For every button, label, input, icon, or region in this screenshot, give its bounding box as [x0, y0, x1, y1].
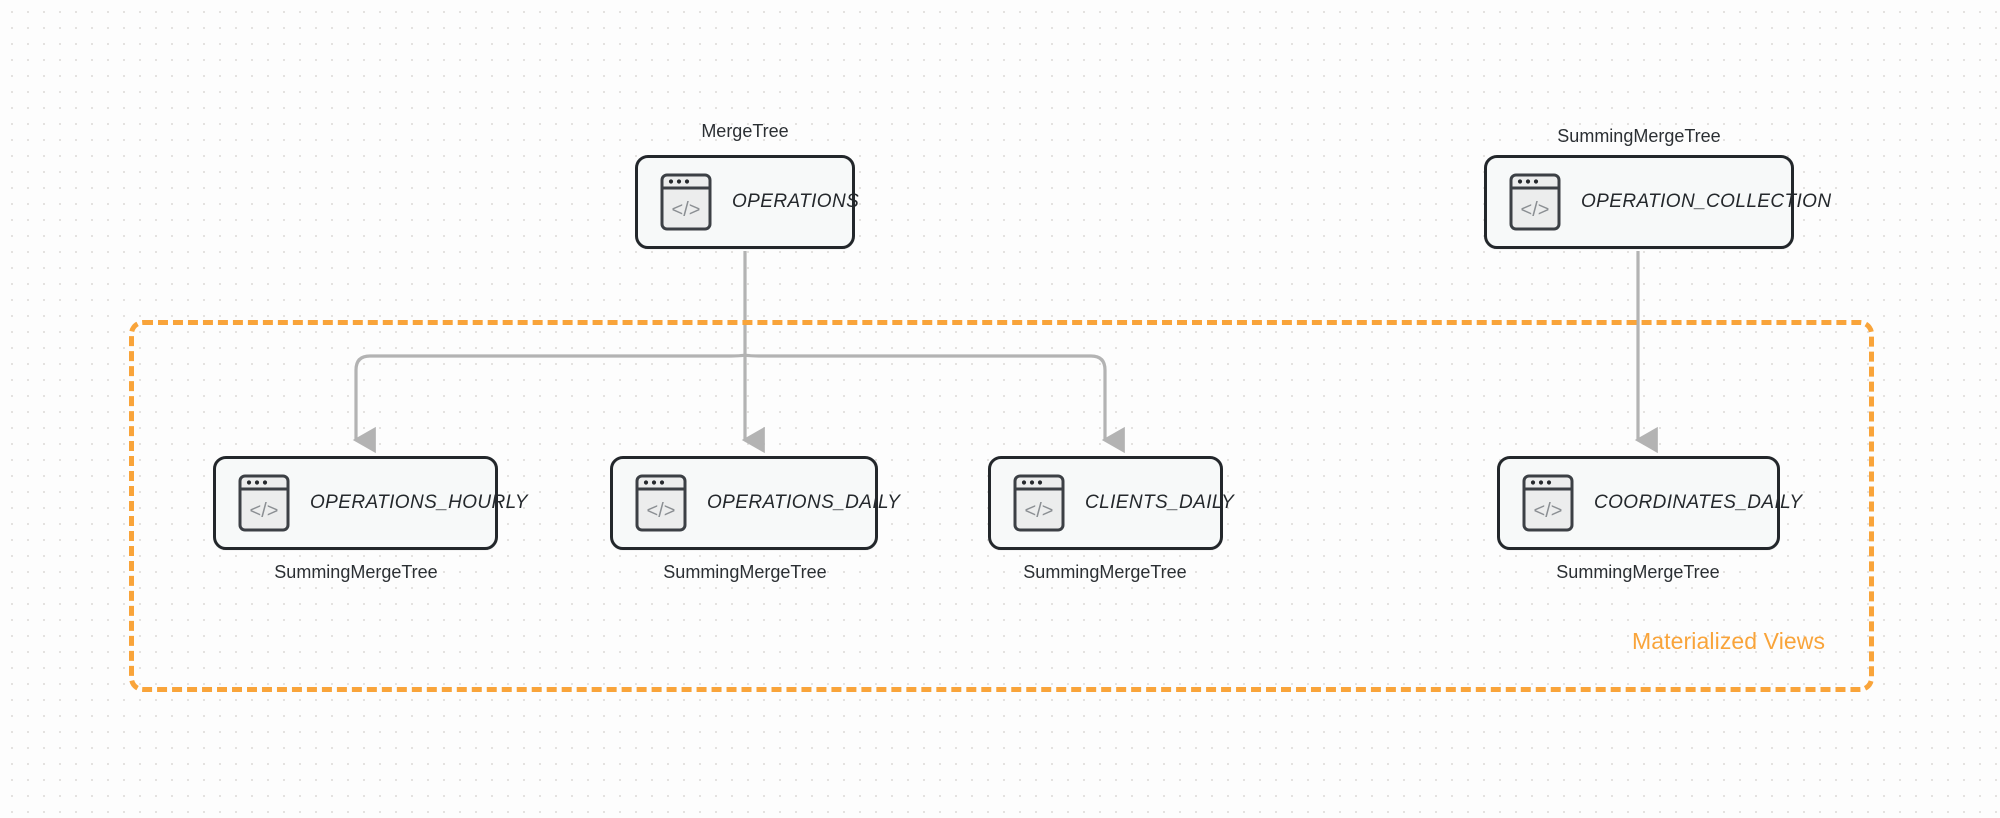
engine-caption-operations: MergeTree: [701, 121, 789, 141]
engine-caption-operations-hourly: SummingMergeTree: [274, 562, 438, 582]
node-operations-daily[interactable]: </> OPERATIONS_DAILY: [610, 456, 900, 550]
materialized-views-group-label: Materialized Views: [1632, 628, 1826, 654]
node-label-operations: OPERATIONS: [732, 191, 860, 212]
code-window-icon: </>: [1509, 173, 1561, 231]
code-window-icon: </>: [1522, 474, 1574, 532]
node-label-clients-daily: CLIENTS_DAILY: [1085, 492, 1235, 513]
code-window-icon: </>: [635, 474, 687, 532]
node-clients-daily[interactable]: </> CLIENTS_DAILY: [988, 456, 1234, 550]
code-window-icon: </>: [238, 474, 290, 532]
engine-caption-clients-daily: SummingMergeTree: [1023, 562, 1187, 582]
node-label-operations-hourly: OPERATIONS_HOURLY: [310, 492, 528, 513]
code-window-icon: </>: [660, 173, 712, 231]
materialized-views-group: [129, 320, 1874, 692]
engine-caption-operations-daily: SummingMergeTree: [663, 562, 827, 582]
svg-text:</>: </>: [1025, 500, 1054, 522]
node-operations[interactable]: </> OPERATIONS: [635, 155, 859, 249]
node-label-coordinates-daily: COORDINATES_DAILY: [1594, 492, 1803, 513]
node-label-operations-daily: OPERATIONS_DAILY: [707, 492, 901, 513]
node-label-operation-collection: OPERATION_COLLECTION: [1581, 191, 1832, 212]
svg-text:</>: </>: [672, 199, 701, 221]
svg-text:</>: </>: [1521, 199, 1550, 221]
node-coordinates-daily[interactable]: </> COORDINATES_DAILY: [1497, 456, 1802, 550]
svg-text:</>: </>: [250, 500, 279, 522]
svg-text:</>: </>: [1534, 500, 1563, 522]
node-operation-collection[interactable]: </> OPERATION_COLLECTION: [1484, 155, 1831, 249]
svg-text:</>: </>: [647, 500, 676, 522]
node-operations-hourly[interactable]: </> OPERATIONS_HOURLY: [213, 456, 528, 550]
code-window-icon: </>: [1013, 474, 1065, 532]
engine-caption-operation-collection: SummingMergeTree: [1557, 126, 1721, 146]
engine-caption-coordinates-daily: SummingMergeTree: [1556, 562, 1720, 582]
